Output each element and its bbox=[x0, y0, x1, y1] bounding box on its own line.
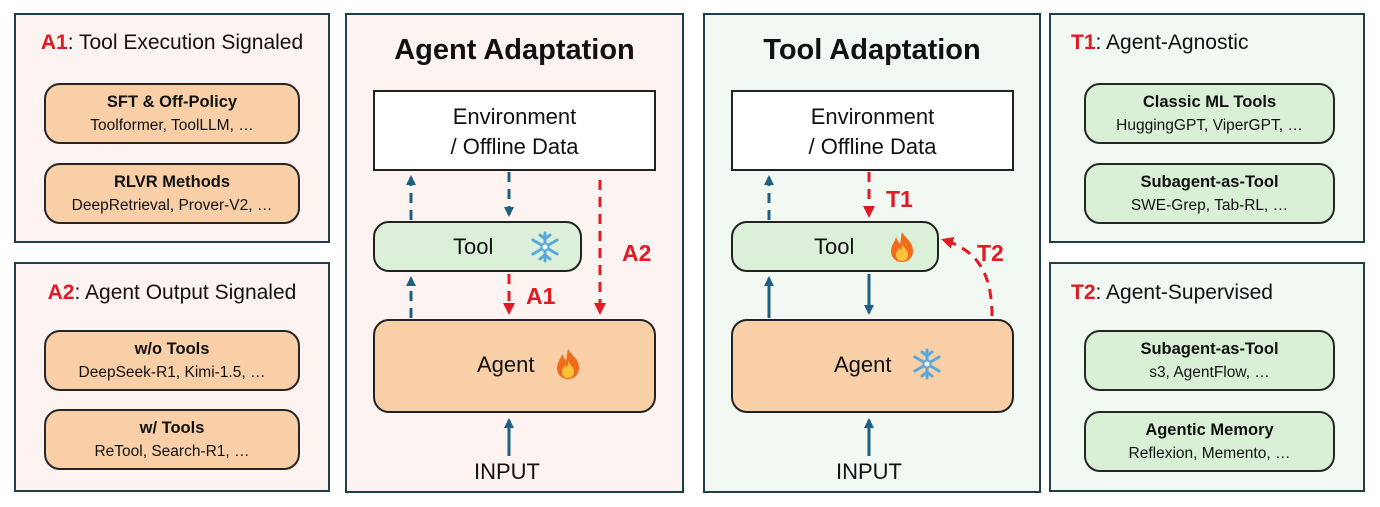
panel-title-text: : Agent-Supervised bbox=[1095, 281, 1273, 304]
panel-title-text: : Tool Execution Signaled bbox=[67, 31, 304, 54]
category-tag: T1 bbox=[1071, 31, 1096, 54]
method-card-examples: DeepSeek-R1, Kimi-1.5, … bbox=[78, 364, 266, 381]
method-card-examples: DeepRetrieval, Prover-V2, … bbox=[71, 197, 273, 214]
panel-title-text: : Agent Output Signaled bbox=[74, 281, 297, 304]
method-card-title: Classic ML Tools bbox=[1142, 93, 1277, 111]
tool-label: Tool bbox=[814, 234, 855, 259]
category-tag: A2 bbox=[47, 281, 75, 304]
method-card-examples: s3, AgentFlow, … bbox=[1149, 364, 1270, 381]
method-card: RLVR Methods DeepRetrieval, Prover-V2, … bbox=[44, 163, 300, 224]
signal-label-a1: A1 bbox=[526, 283, 556, 309]
method-card: w/o Tools DeepSeek-R1, Kimi-1.5, … bbox=[44, 330, 300, 391]
method-card: Subagent-as-Tool s3, AgentFlow, … bbox=[1084, 330, 1335, 391]
tool-label: Tool bbox=[453, 234, 494, 259]
method-card: w/ Tools ReTool, Search-R1, … bbox=[44, 409, 300, 470]
agent-box bbox=[373, 319, 656, 413]
method-card-examples: ReTool, Search-R1, … bbox=[94, 443, 250, 460]
method-card-examples: Reflexion, Memento, … bbox=[1128, 445, 1291, 462]
panel-a1-tool-execution-signaled: A1: Tool Execution Signaled SFT & Off-Po… bbox=[14, 13, 330, 243]
method-card-title: SFT & Off-Policy bbox=[106, 93, 238, 111]
panel-t2-agent-supervised: T2: Agent-Supervised Subagent-as-Tool s3… bbox=[1049, 262, 1365, 492]
offline-data-label: / Offline Data bbox=[808, 134, 937, 159]
environment-box: Environment / Offline Data bbox=[731, 90, 1014, 171]
method-card: Classic ML Tools HuggingGPT, ViperGPT, … bbox=[1084, 83, 1335, 144]
method-card-title: Subagent-as-Tool bbox=[1140, 340, 1279, 358]
method-card-examples: HuggingGPT, ViperGPT, … bbox=[1116, 117, 1303, 134]
panel-title: T2: Agent-Supervised bbox=[1071, 281, 1363, 305]
method-card-title: RLVR Methods bbox=[113, 173, 231, 191]
method-card-examples: Toolformer, ToolLLM, … bbox=[90, 117, 254, 134]
snowflake-icon bbox=[531, 231, 559, 263]
method-card: Subagent-as-Tool SWE-Grep, Tab-RL, … bbox=[1084, 163, 1335, 224]
agent-adaptation-title: Agent Adaptation bbox=[394, 34, 635, 66]
method-card-examples: SWE-Grep, Tab-RL, … bbox=[1130, 197, 1289, 214]
input-label: INPUT bbox=[474, 459, 540, 484]
fire-icon bbox=[891, 232, 913, 262]
signal-label-a2: A2 bbox=[622, 240, 652, 266]
agent-label: Agent bbox=[477, 352, 535, 377]
fire-icon bbox=[557, 349, 579, 379]
environment-box: Environment / Offline Data bbox=[373, 90, 656, 171]
environment-label: Environment bbox=[452, 104, 577, 129]
method-card: SFT & Off-Policy Toolformer, ToolLLM, … bbox=[44, 83, 300, 144]
environment-label: Environment bbox=[810, 104, 935, 129]
snowflake-icon bbox=[913, 348, 941, 380]
agent-box bbox=[731, 319, 1014, 413]
panel-title-text: : Agent-Agnostic bbox=[1095, 31, 1249, 54]
panel-title: T1: Agent-Agnostic bbox=[1071, 31, 1363, 55]
method-card-title: Agentic Memory bbox=[1145, 421, 1274, 439]
panel-title: A2: Agent Output Signaled bbox=[16, 281, 328, 305]
category-tag: T2 bbox=[1071, 281, 1096, 304]
offline-data-label: / Offline Data bbox=[450, 134, 579, 159]
panel-title: A1: Tool Execution Signaled bbox=[16, 31, 328, 55]
method-card: Agentic Memory Reflexion, Memento, … bbox=[1084, 411, 1335, 472]
category-tag: A1 bbox=[40, 31, 68, 54]
signal-label-t1: T1 bbox=[886, 186, 913, 212]
method-card-title: w/o Tools bbox=[134, 340, 210, 358]
signal-label-t2: T2 bbox=[977, 240, 1004, 266]
tool-adaptation-title: Tool Adaptation bbox=[763, 34, 981, 66]
agent-label: Agent bbox=[834, 352, 892, 377]
panel-a2-agent-output-signaled: A2: Agent Output Signaled w/o Tools Deep… bbox=[14, 262, 330, 492]
method-card-title: w/ Tools bbox=[139, 419, 205, 437]
t2-signal-arrow bbox=[941, 237, 994, 317]
input-label: INPUT bbox=[836, 459, 902, 484]
panel-t1-agent-agnostic: T1: Agent-Agnostic Classic ML Tools Hugg… bbox=[1049, 13, 1365, 243]
method-card-title: Subagent-as-Tool bbox=[1140, 173, 1279, 191]
